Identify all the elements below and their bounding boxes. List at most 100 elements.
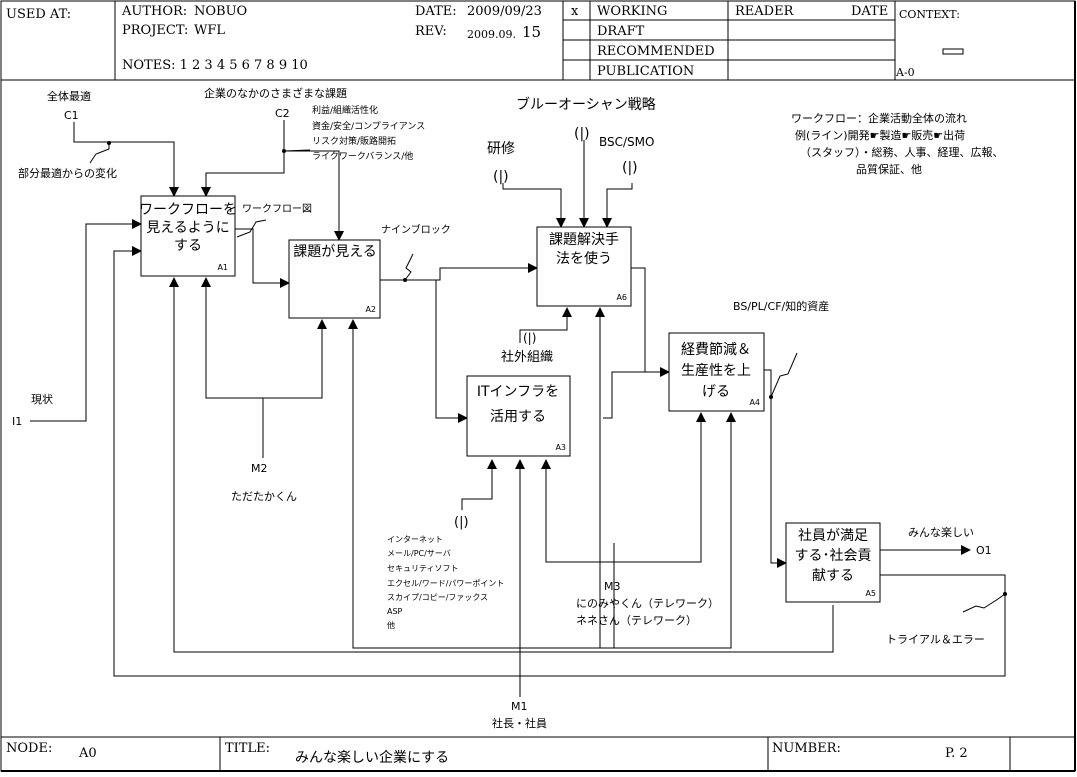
svg-text:ワークフローを: ワークフローを xyxy=(139,202,237,218)
tunnel-icon: (|) xyxy=(523,331,536,345)
tunnel-icon: (|) xyxy=(574,126,590,142)
blue-ocean-label: ブルーオーシャン戦略 xyxy=(516,96,656,113)
m1-name: 社長・社員 xyxy=(492,716,547,730)
status-publication: PUBLICATION xyxy=(597,64,694,79)
reader-date-label: DATE xyxy=(851,4,888,19)
i1-title: 現状 xyxy=(31,392,53,406)
box-number: A5 xyxy=(865,589,876,598)
labels: 全体最適 C1 部分最適からの変化 企業のなかのさまざまな課題 C2 利益/組織… xyxy=(12,86,1004,730)
m3-name: にのみやくん（テレワーク） xyxy=(576,597,719,610)
svg-text:課題解決手: 課題解決手 xyxy=(549,232,619,248)
date-label: DATE: xyxy=(415,4,457,19)
svg-text:生産性を上: 生産性を上 xyxy=(681,363,751,379)
svg-text:げる: げる xyxy=(702,384,730,400)
svg-text:法を使う: 法を使う xyxy=(556,250,612,267)
box-number: A2 xyxy=(365,305,376,314)
it-item: メール/PC/サーバ xyxy=(387,549,451,558)
m2-code: M2 xyxy=(251,462,268,475)
used-at-label: USED AT: xyxy=(6,7,71,22)
i1-code: I1 xyxy=(12,415,22,428)
box-a6[interactable]: 課題解決手 法を使う A6 xyxy=(536,226,632,307)
m2-name: ただたかくん xyxy=(231,490,297,503)
workflow-note: （スタッフ）・総務、人事、経理、広報、 xyxy=(800,145,1004,159)
c1-title: 全体最適 xyxy=(47,89,91,103)
workflow-note: 例(ライン)開発☛製造☛販売☛出荷 xyxy=(795,128,965,142)
nine-block-label: ナインブロック xyxy=(381,223,451,236)
c2-item: 資金/安全/コンプライアンス xyxy=(312,120,425,132)
box-number: A4 xyxy=(749,398,760,407)
box-number: A6 xyxy=(616,293,627,302)
o1-title: みんな楽しい xyxy=(908,526,974,539)
c2-item: リスク対策/販路開拓 xyxy=(312,135,396,147)
context-label: CONTEXT: xyxy=(899,8,960,21)
context-node: A-0 xyxy=(895,66,915,79)
svg-text:献する: 献する xyxy=(812,568,854,584)
tunnel-icon: (|) xyxy=(454,515,469,530)
page-number: P. 2 xyxy=(945,746,968,761)
svg-text:活用する: 活用する xyxy=(490,409,546,425)
status-recommended: RECOMMENDED xyxy=(597,44,715,59)
arrows xyxy=(30,120,1007,697)
trial-label: トライアル＆エラー xyxy=(886,633,985,646)
c2-item: 利益/組織活性化 xyxy=(312,104,378,116)
svg-text:経費節減＆: 経費節減＆ xyxy=(681,341,751,358)
box-number: A3 xyxy=(555,443,566,452)
box-a3[interactable]: ITインフラを 活用する A3 xyxy=(466,375,571,457)
svg-text:する･社会貢: する･社会貢 xyxy=(795,548,872,564)
svg-text:見えるように: 見えるように xyxy=(146,220,230,236)
status-draft: DRAFT xyxy=(597,24,645,39)
header: USED AT: AUTHOR: NOBUO PROJECT: WFL NOTE… xyxy=(1,1,1075,81)
c2-item: ライクワークバランス/他 xyxy=(312,150,413,162)
rev-prefix: 2009.09. xyxy=(467,28,516,41)
rev-number: 15 xyxy=(522,23,541,41)
box-number: A1 xyxy=(217,263,228,272)
status-working: WORKING xyxy=(597,4,667,19)
footer: NODE: A0 TITLE: みんな楽しい企業にする NUMBER: P. 2 xyxy=(1,736,1075,771)
box-a1[interactable]: ワークフローを 見えるように する A1 xyxy=(139,195,237,277)
workflow-fig-label: ワークフロー図 xyxy=(242,203,312,215)
context-box-icon xyxy=(942,48,964,55)
svg-text:ITインフラを: ITインフラを xyxy=(477,384,559,400)
date-value: 2009/09/23 xyxy=(467,4,542,19)
node-value: A0 xyxy=(78,746,97,761)
number-label: NUMBER: xyxy=(772,741,841,756)
it-item: インターネット xyxy=(387,535,443,544)
c1-subtitle: 部分最適からの変化 xyxy=(18,166,117,180)
notes-label: NOTES: 1 2 3 4 5 6 7 8 9 10 xyxy=(122,58,308,73)
reader-label: READER xyxy=(735,4,795,19)
workflow-note: 品質保証、他 xyxy=(856,162,922,176)
it-item: スカイプ/コピー/ファックス xyxy=(387,593,488,602)
it-item: 他 xyxy=(387,620,395,630)
bs-label: BS/PL/CF/知的資産 xyxy=(733,299,829,313)
m3-name: ネネさん（テレワーク） xyxy=(576,614,697,627)
rev-label: REV: xyxy=(415,24,447,39)
c2-title: 企業のなかのさまざまな課題 xyxy=(204,86,347,100)
it-item: セキュリティソフト xyxy=(387,564,459,573)
gaibu-label: 社外組織 xyxy=(501,349,553,365)
m1-code: M1 xyxy=(511,700,528,713)
diagram-title: みんな楽しい企業にする xyxy=(295,749,449,766)
author-label: AUTHOR: xyxy=(121,4,187,19)
svg-text:課題が見える: 課題が見える xyxy=(293,244,377,260)
c1-code: C1 xyxy=(64,109,79,122)
box-a5[interactable]: 社員が満足 する･社会貢 献する A5 xyxy=(785,522,881,603)
tunnel-icon: (|) xyxy=(493,169,509,185)
status-mark: x xyxy=(571,4,579,19)
tunnel-icon: (|) xyxy=(622,160,638,176)
it-item: ASP xyxy=(387,607,403,616)
author-value: NOBUO xyxy=(194,4,247,19)
m3-code: M3 xyxy=(604,580,621,593)
title-label: TITLE: xyxy=(225,741,270,756)
node-label: NODE: xyxy=(6,741,52,756)
workflow-note: ワークフロー：企業活動全体の流れ xyxy=(791,111,967,125)
svg-text:する: する xyxy=(174,238,202,254)
project-label: PROJECT: xyxy=(122,23,188,38)
box-a4[interactable]: 経費節減＆ 生産性を上 げる A4 xyxy=(668,332,765,412)
box-a2[interactable]: 課題が見える A2 xyxy=(288,239,381,319)
svg-text:社員が満足: 社員が満足 xyxy=(798,528,868,544)
o1-code: O1 xyxy=(976,544,992,557)
project-value: WFL xyxy=(194,23,225,38)
c2-code: C2 xyxy=(275,107,290,120)
bsc-label: BSC/SMO xyxy=(599,135,654,149)
